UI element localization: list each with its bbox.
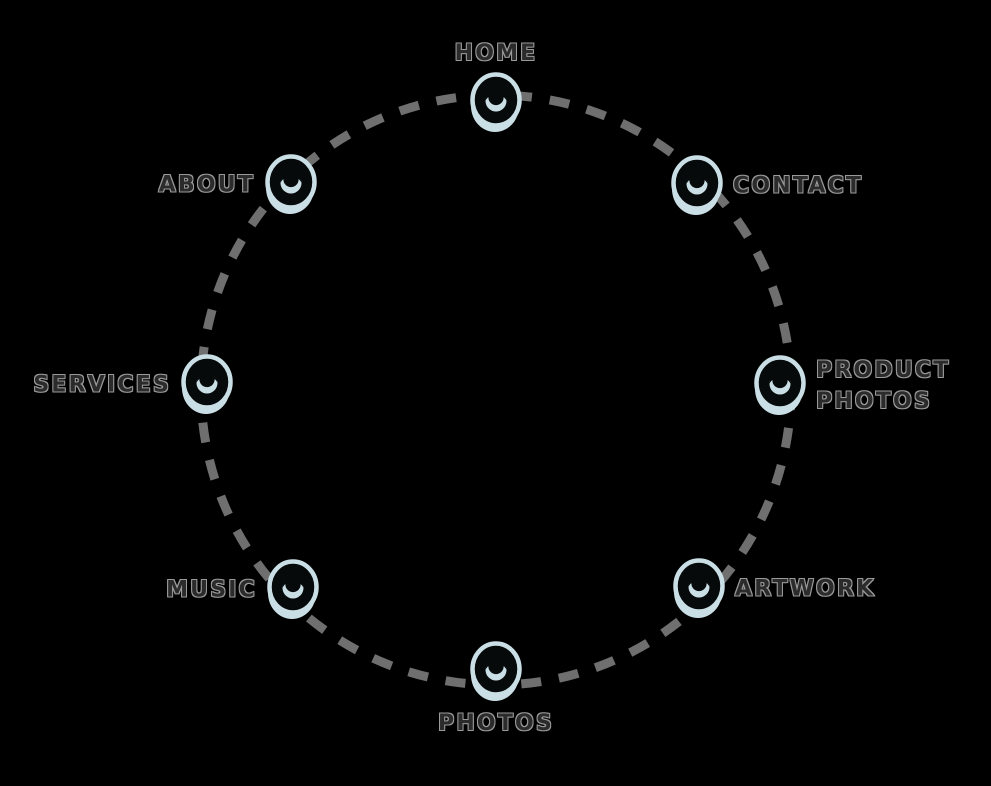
nav-label-line: SERVICES: [33, 372, 171, 399]
node-icon-pupil-core: [772, 372, 788, 389]
orbit-node-icon[interactable]: [668, 155, 726, 217]
nav-label-services[interactable]: SERVICES: [33, 370, 171, 401]
nav-label-contact[interactable]: CONTACT: [732, 171, 864, 202]
nav-label-line: MUSIC: [165, 577, 257, 604]
nav-label-product-photos[interactable]: PRODUCT PHOTOS: [815, 355, 951, 417]
orbit-node-icon[interactable]: [262, 154, 320, 216]
orbit-node-icon[interactable]: [751, 355, 809, 417]
node-icon-pupil-core: [488, 89, 504, 106]
orbit-node-icon[interactable]: [467, 641, 525, 703]
nav-label-about[interactable]: ABOUT: [158, 170, 255, 201]
nav-label-line: ABOUT: [158, 172, 255, 199]
nav-label-photos[interactable]: PHOTOS: [437, 708, 554, 739]
orbit-node-icon[interactable]: [467, 72, 525, 134]
node-icon-pupil-core: [488, 658, 504, 675]
nav-label-line: PHOTOS: [815, 388, 932, 415]
node-icon-pupil-core: [691, 575, 707, 592]
nav-label-line: PRODUCT: [815, 357, 951, 384]
orbit-node-icon[interactable]: [264, 559, 322, 621]
nav-label-artwork[interactable]: ARTWORK: [734, 574, 876, 605]
nav-label-line: PHOTOS: [437, 710, 554, 737]
node-icon-pupil-core: [283, 171, 299, 188]
nav-label-music[interactable]: MUSIC: [165, 575, 257, 606]
node-icon-pupil-core: [199, 371, 215, 388]
orbit-node-icon[interactable]: [178, 354, 236, 416]
nav-label-line: ARTWORK: [734, 576, 876, 603]
orbit-node-icon[interactable]: [670, 558, 728, 620]
nav-label-home[interactable]: HOME: [454, 38, 538, 69]
node-icon-pupil-core: [285, 576, 301, 593]
node-icon-pupil-core: [689, 172, 705, 189]
nav-label-line: CONTACT: [732, 173, 864, 200]
nav-label-line: HOME: [454, 40, 538, 67]
